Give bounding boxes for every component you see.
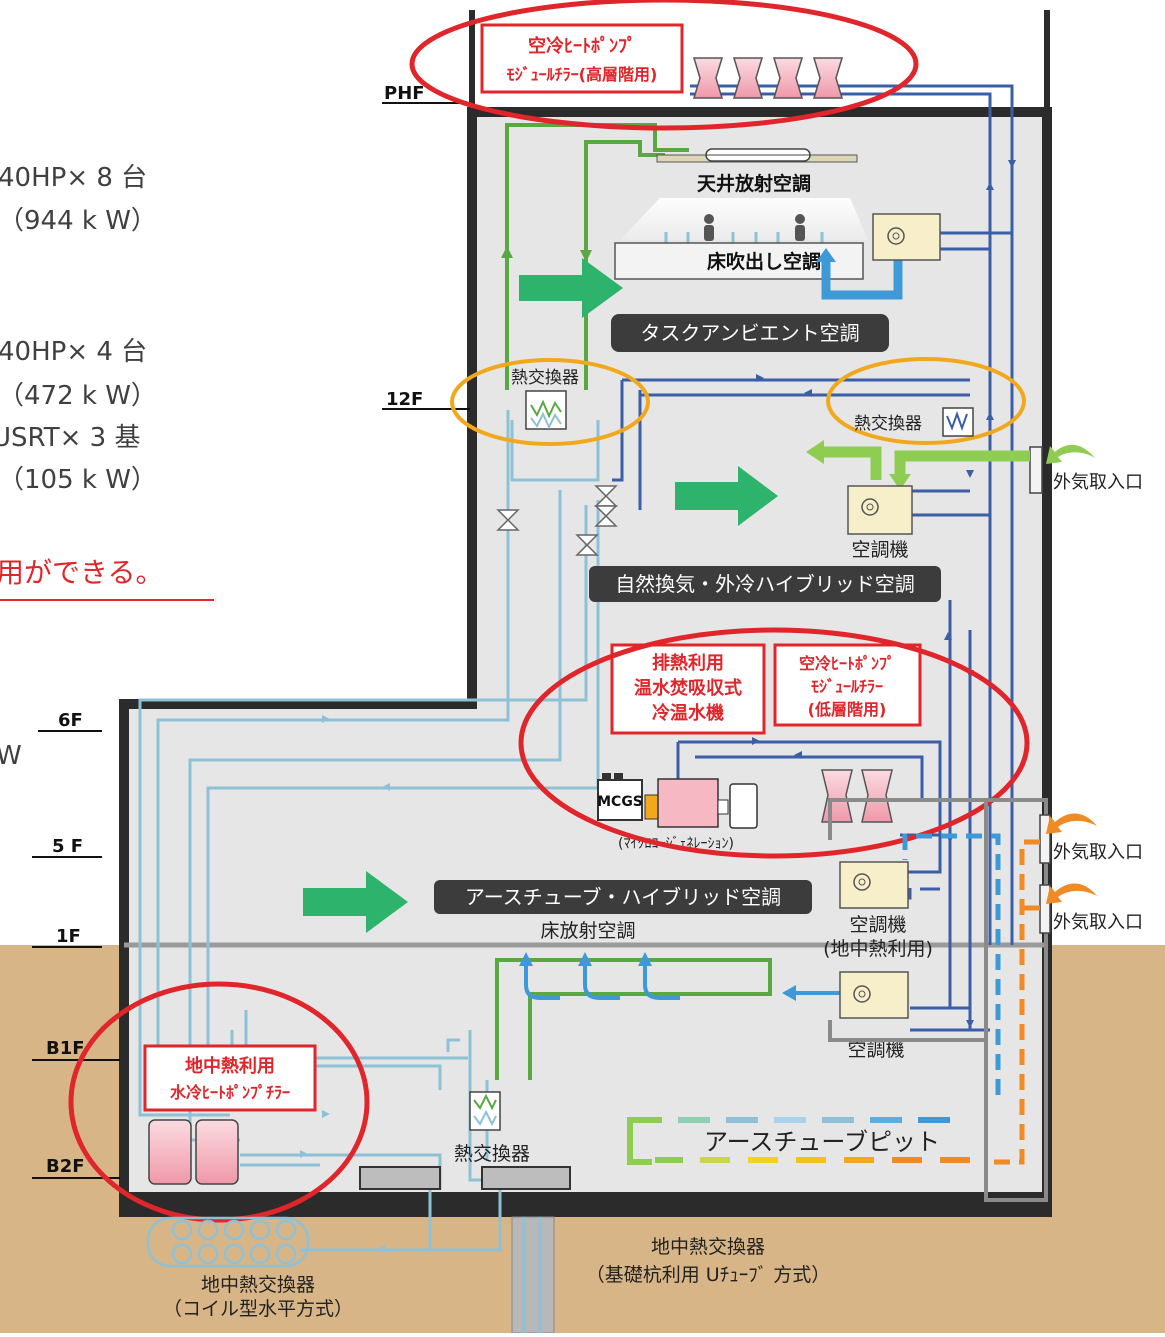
absorption-line-3: 冷温水機: [652, 702, 724, 724]
pile-u-tube: [512, 1217, 554, 1333]
outdoor-intake-arrow-2: [1046, 814, 1097, 835]
floor-label-5f: 5 F: [52, 836, 83, 857]
mcgs-unit: MCGS: [597, 773, 643, 820]
floor-label-1f: 1F: [56, 926, 81, 947]
hx-left-label: 熱交換器: [511, 368, 579, 388]
ahu-geo-label-2: (地中熱利用): [823, 938, 933, 960]
geo-chiller-line-2: 水冷ﾋｰﾄﾎﾟﾝﾌﾟﾁﾗｰ: [170, 1083, 290, 1102]
geo-chiller-line-1: 地中熱利用: [185, 1055, 275, 1077]
ahu-12f: [848, 486, 912, 534]
ahu-top-floor: [873, 214, 940, 260]
earth-tube-hybrid-label: アースチューブ・ハイブリッド空調: [465, 885, 781, 909]
floor-radiant-label: 床放射空調: [540, 920, 635, 942]
outdoor-intake-label-1: 外気取入口: [1053, 472, 1143, 493]
earth-tube-pit-label: アースチューブピット: [704, 1128, 940, 1156]
geo-hx-coil-label-1: 地中熱交換器: [201, 1274, 315, 1296]
left-spec-text: 40HP× 8 台 （944 k W） 40HP× 4 台 （472 k W） …: [0, 163, 214, 771]
outdoor-intake-label-3: 外気取入口: [1053, 912, 1143, 933]
floor-label-b1f: B1F: [46, 1038, 85, 1059]
roof-chiller-label-box: 空冷ﾋｰﾄﾎﾟﾝﾌﾟ ﾓｼﾞｭｰﾙﾁﾗｰ(高層階用): [482, 25, 682, 92]
outdoor-intake-louver-2: [1040, 815, 1050, 863]
spec-line-2: （944 k W）: [0, 206, 157, 236]
ceiling-radiant-label: 天井放射空調: [697, 172, 811, 195]
geo-hx-pile-label-2: （基礎杭利用 Uﾁｭｰﾌﾞ 方式）: [586, 1264, 831, 1286]
spec-line-1: 40HP× 8 台: [0, 163, 147, 193]
low-chiller-box: 空冷ﾋｰﾄﾎﾟﾝﾌﾟ ﾓｼﾞｭｰﾙﾁﾗｰ (低層階用): [775, 645, 920, 725]
ahu-geo-label-1: 空調機: [849, 914, 906, 936]
outdoor-intake-arrow-1: [1046, 445, 1095, 464]
spec-red-note: 用ができる。: [0, 556, 163, 589]
mcgs-label: MCGS: [597, 794, 643, 810]
absorption-line-2: 温水焚吸収式: [634, 677, 742, 699]
hx-right-icon: [943, 408, 973, 436]
radiant-light-cone: [620, 198, 868, 240]
hx-b1-icon: [470, 1092, 500, 1130]
low-chiller-line-3: (低層階用): [808, 700, 887, 719]
hx-left-icon: [526, 391, 566, 429]
absorption-line-1: 排熱利用: [652, 652, 724, 674]
absorption-chiller-box: 排熱利用 温水焚吸収式 冷温水機: [612, 645, 764, 733]
floor-label-phf: PHF: [384, 83, 425, 104]
floor-label-b2f: B2F: [46, 1156, 85, 1177]
spec-line-5: USRT× 3 基: [0, 423, 140, 453]
geo-hx-coil-label-2: （コイル型水平方式）: [163, 1298, 353, 1320]
task-ambient-label: タスクアンビエント空調: [640, 321, 859, 345]
spec-fragment-w: W: [0, 741, 22, 771]
hx-right-label: 熱交換器: [854, 414, 922, 434]
ahu-12f-label: 空調機: [851, 539, 908, 561]
spec-line-6: （105 k W）: [0, 465, 157, 495]
low-chiller-line-2: ﾓｼﾞｭｰﾙﾁﾗｰ: [811, 677, 883, 696]
outdoor-intake-louver-1: [1030, 447, 1042, 493]
floor-label-6f: 6F: [58, 710, 83, 731]
roof-chiller-units: [694, 58, 842, 98]
roof-chiller-line-1: 空冷ﾋｰﾄﾎﾟﾝﾌﾟ: [528, 35, 636, 57]
absorption-chiller-unit: [645, 779, 757, 828]
outdoor-intake-louver-3: [1040, 885, 1050, 933]
low-chiller-line-1: 空冷ﾋｰﾄﾎﾟﾝﾌﾟ: [799, 654, 895, 673]
hx-b1-label: 熱交換器: [454, 1143, 530, 1165]
floor-supply-label: 床吹出し空調: [707, 250, 821, 273]
geo-hx-pile-label-1: 地中熱交換器: [651, 1236, 765, 1258]
ahu-b1-label: 空調機: [847, 1039, 904, 1061]
outdoor-intake-label-2: 外気取入口: [1053, 842, 1143, 863]
geo-chiller-box: 地中熱利用 水冷ﾋｰﾄﾎﾟﾝﾌﾟﾁﾗｰ: [145, 1046, 315, 1110]
floor-label-12f: 12F: [386, 389, 423, 410]
outdoor-intake-arrow-3: [1046, 884, 1097, 905]
ahu-geo: [840, 862, 908, 908]
spec-line-3: 40HP× 4 台: [0, 337, 147, 367]
roof-chiller-line-2: ﾓｼﾞｭｰﾙﾁﾗｰ(高層階用): [507, 65, 658, 84]
spec-line-4: （472 k W）: [0, 381, 157, 411]
ahu-b1: [840, 972, 908, 1018]
natural-vent-label: 自然換気・外冷ハイブリッド空調: [615, 572, 915, 596]
